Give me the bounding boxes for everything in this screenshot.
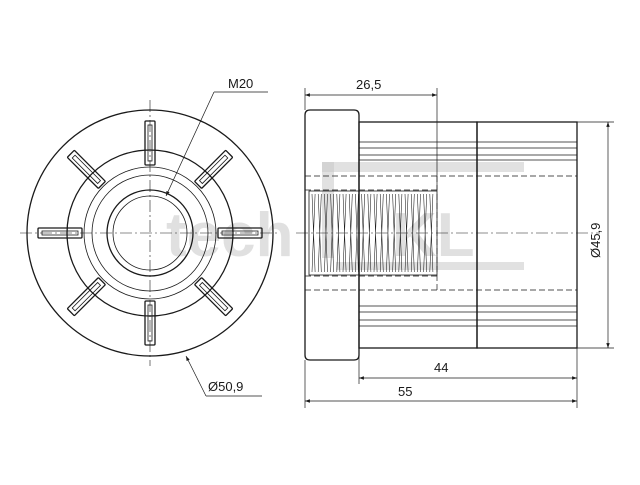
radial-rib [194, 277, 233, 316]
outer-diameter-label: Ø50,9 [208, 379, 243, 394]
cap-length-label: 26,5 [356, 77, 381, 92]
body-length-label: 44 [434, 360, 448, 375]
front-body [476, 121, 578, 349]
flange-cap [304, 109, 360, 361]
total-length-label: 55 [398, 384, 412, 399]
diameter-label: Ø45,9 [588, 223, 603, 258]
outer-diameter-leader-line [185, 355, 207, 397]
front-view: M20 Ø50,9 [20, 76, 280, 397]
side-view: 26,5 Ø45,9 44 55 [296, 77, 614, 408]
thread-leader-line [165, 91, 215, 197]
radial-rib [194, 150, 233, 189]
watermark-brand: KL [392, 201, 475, 270]
thread-label: M20 [228, 76, 253, 91]
radial-rib [67, 150, 106, 189]
radial-rib [67, 277, 106, 316]
